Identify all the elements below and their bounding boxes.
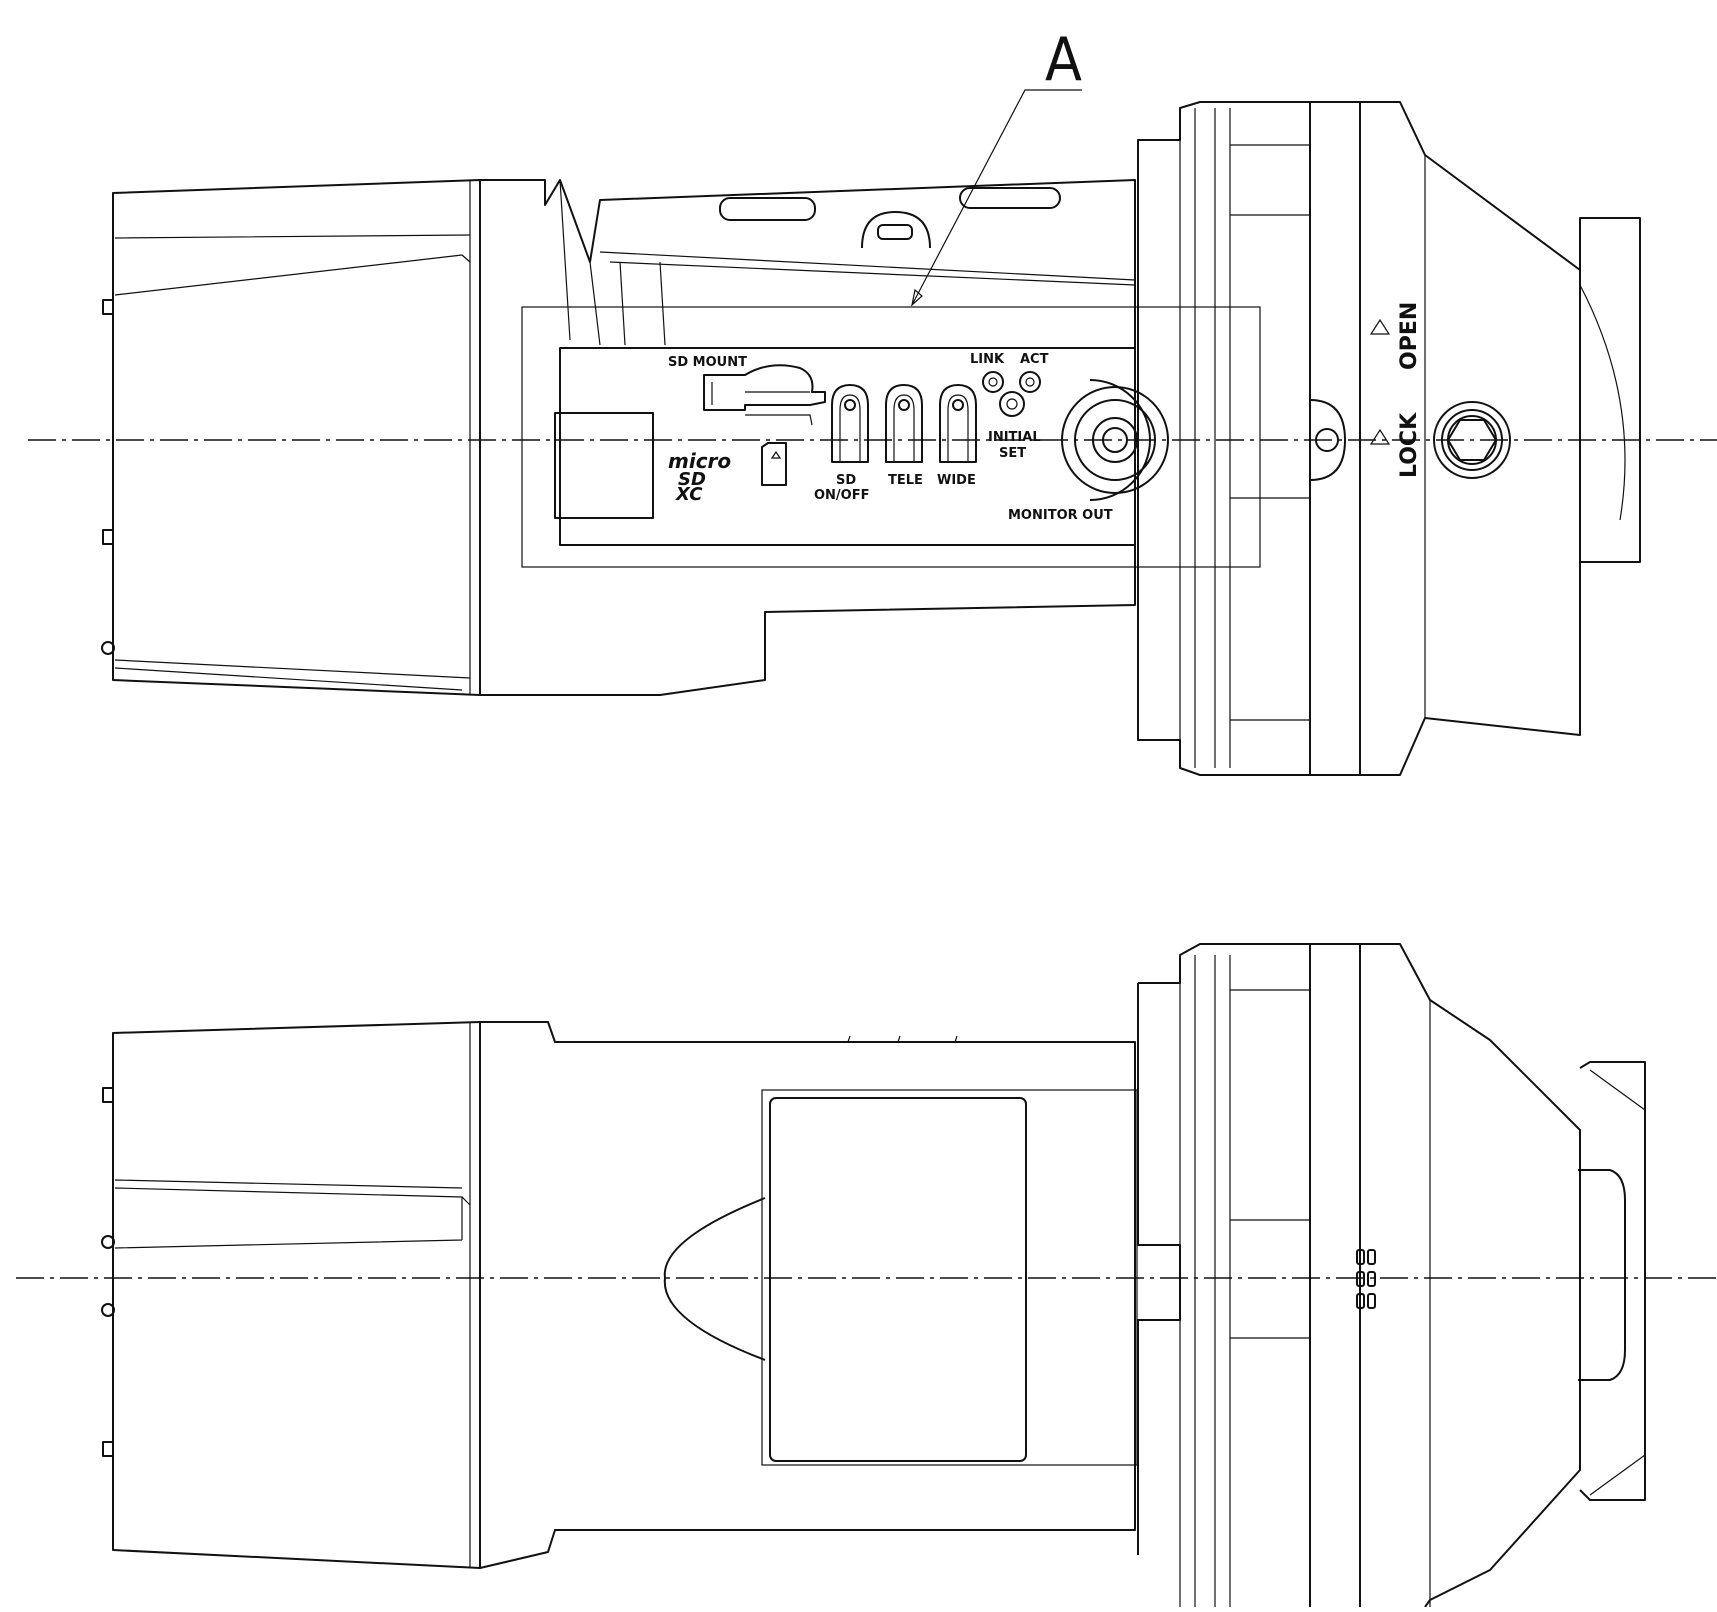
- monitor-out-label: MONITOR OUT: [1008, 508, 1113, 523]
- side-middle-body: [479, 1021, 1136, 1569]
- xc-logo: XC: [675, 484, 703, 505]
- side-view: [16, 943, 1717, 1608]
- side-rear-housing: [112, 1021, 481, 1569]
- flange: [1137, 101, 1311, 776]
- lock-label: LOCK: [1397, 412, 1422, 478]
- tele-button-label: TELE: [888, 473, 923, 488]
- top-view: micro SD XC SD MOUNT SD ON/OFF TELE WIDE: [28, 25, 1717, 776]
- sd-mount-label: SD MOUNT: [668, 355, 747, 370]
- sd-logo: SD: [678, 469, 706, 490]
- open-label: OPEN: [1397, 302, 1422, 370]
- act-led: [1019, 371, 1041, 393]
- rotation-marks: [1356, 1249, 1376, 1309]
- rear-housing: [112, 179, 481, 696]
- dome-cover: [1310, 101, 1581, 776]
- callout-leader: [911, 89, 1082, 306]
- link-label: LINK: [970, 352, 1005, 367]
- initial-set-button[interactable]: [999, 391, 1025, 417]
- sd-card-icon: [761, 442, 787, 486]
- initial-label: INITIAL: [988, 430, 1041, 445]
- sd-mount-slot: [703, 364, 826, 411]
- wide-button[interactable]: [939, 384, 977, 463]
- link-led: [982, 371, 1004, 393]
- act-label: ACT: [1020, 352, 1049, 367]
- micro-logo: micro: [668, 449, 731, 473]
- wide-button-label: WIDE: [937, 473, 976, 488]
- sd-on-off-button[interactable]: [831, 384, 869, 463]
- set-label: SET: [999, 446, 1026, 461]
- side-dome: [1360, 943, 1581, 1608]
- tele-button[interactable]: [885, 384, 923, 463]
- callout-label: A: [1045, 25, 1082, 95]
- side-bulge: [663, 1197, 766, 1361]
- side-flange: [1137, 943, 1311, 1607]
- label-patch: [554, 412, 654, 519]
- on-off-button-label: ON/OFF: [814, 488, 870, 503]
- side-label-plate: [769, 1097, 1027, 1462]
- sd-button-label: SD: [836, 473, 856, 488]
- lock-arrow: [1369, 428, 1391, 445]
- open-arrow: [1369, 318, 1391, 335]
